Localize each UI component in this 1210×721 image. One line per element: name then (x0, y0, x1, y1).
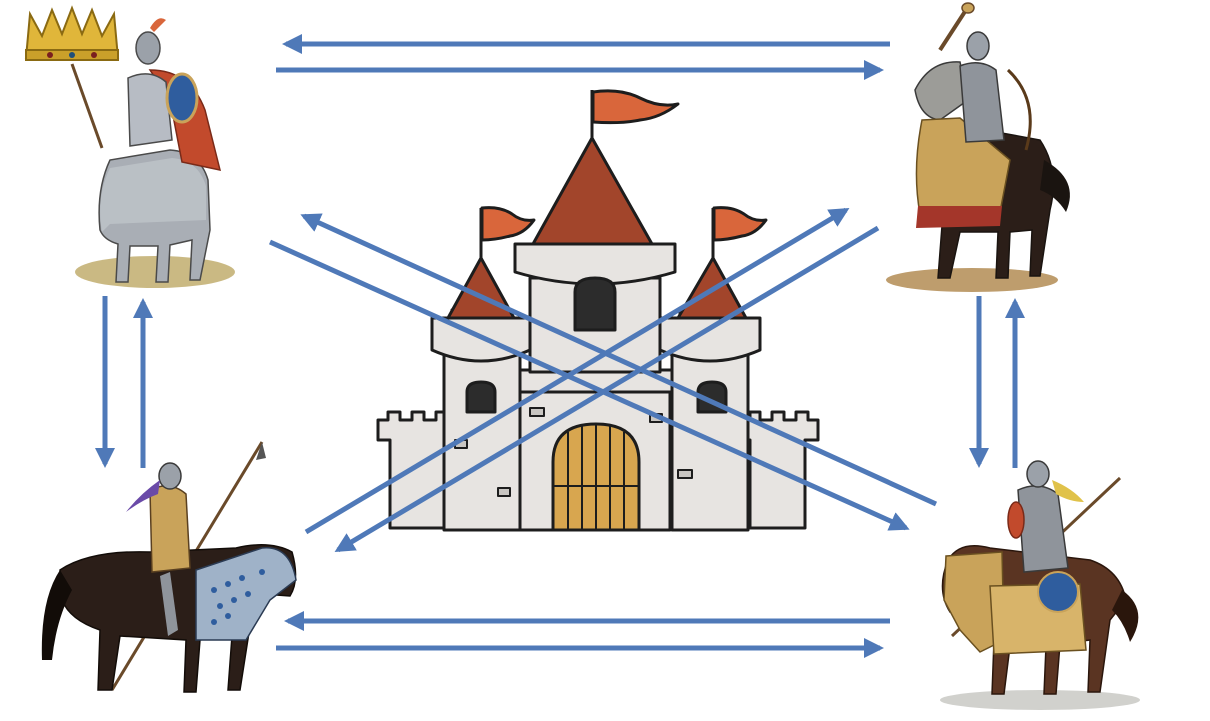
arrows (95, 34, 1025, 658)
rider-helmet (158, 462, 182, 490)
castle-left-window (465, 380, 497, 414)
rider-helmet (966, 31, 990, 61)
castle-right-tower (670, 338, 750, 532)
barding-scales (211, 569, 265, 625)
saddle-emblem (1037, 571, 1079, 613)
castle-flag-left (480, 206, 536, 242)
horse-tail (1040, 160, 1070, 212)
castle-flag-center (591, 89, 680, 125)
crowned-knight (24, 5, 235, 288)
castle-center-roof (531, 136, 654, 246)
castle-flag-right (712, 206, 768, 242)
ground-shadow (75, 256, 235, 288)
saddle-cloth (916, 206, 1002, 228)
rider-torso (1017, 485, 1069, 573)
ground-shadow (940, 690, 1140, 710)
rider-helmet (1026, 460, 1050, 488)
pennant (1052, 480, 1084, 502)
shield-icon (1007, 501, 1025, 539)
arrow-bottom-right-to-king (300, 213, 938, 507)
mace (938, 8, 968, 52)
horse-tail (1112, 590, 1139, 642)
shield-icon (165, 72, 199, 124)
bow (1006, 68, 1032, 151)
spear (70, 63, 104, 149)
lance-tip (256, 442, 266, 460)
helmet-plume (150, 18, 166, 32)
scale-barding (915, 117, 1011, 215)
castle-wall-left (376, 410, 457, 530)
crown-icon (24, 5, 120, 61)
rider-leg (160, 572, 178, 636)
mace-head (961, 2, 975, 14)
helmet-plume (126, 480, 160, 512)
rider-torso (959, 62, 1005, 143)
mounted-lancer (41, 441, 297, 693)
castle-gate-planks (553, 424, 639, 530)
horse-caparison (943, 551, 1005, 653)
arrow-king-to-bottom-right (268, 239, 910, 531)
castle-left-tower (442, 338, 522, 532)
arrow-bottom-left-to-top-right (304, 207, 850, 535)
rider-torso (149, 485, 191, 573)
castle (376, 89, 820, 532)
mounted-archer (886, 2, 1070, 292)
castle-center-window (573, 276, 617, 332)
horse-mail (100, 158, 206, 232)
rider-torso (127, 73, 173, 147)
horse-tail (41, 570, 72, 660)
mounted-spearman (940, 460, 1140, 710)
arrow-top-right-to-bottom-left (334, 225, 880, 553)
ground-shadow (886, 268, 1058, 292)
rider-helmet (135, 31, 161, 65)
